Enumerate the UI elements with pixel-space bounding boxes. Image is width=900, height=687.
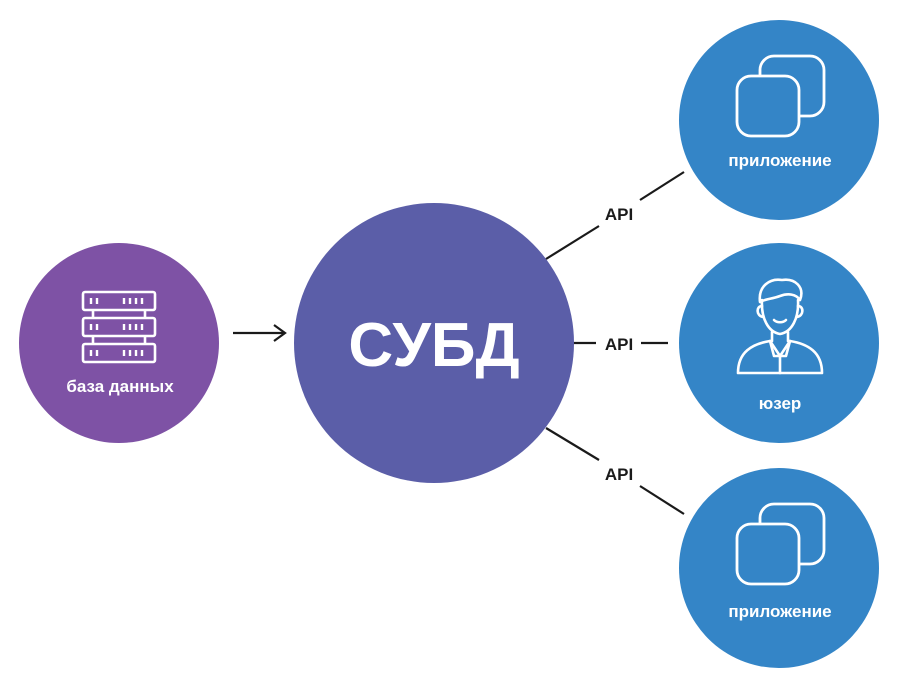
user-label: юзер xyxy=(759,394,802,413)
dbms-node: СУБД xyxy=(294,203,574,483)
api-label-top: API xyxy=(605,205,633,224)
app-windows-icon xyxy=(735,502,826,586)
client-node-user: юзер xyxy=(679,243,879,443)
server-rack-icon xyxy=(81,290,157,364)
api-line-top-b xyxy=(639,171,685,201)
database-node: база данных xyxy=(19,243,219,443)
user-circle xyxy=(679,243,879,443)
api-label-bottom: API xyxy=(605,465,633,484)
api-line-bottom-a xyxy=(545,427,600,461)
database-label: база данных xyxy=(66,377,174,396)
app-windows-icon xyxy=(735,54,826,138)
user-person-icon xyxy=(736,278,824,375)
api-line-top-a xyxy=(545,225,600,260)
api-label-middle: API xyxy=(605,335,633,354)
api-line-bottom-b xyxy=(639,485,685,515)
client-node-app-bottom: приложение xyxy=(679,468,879,668)
client-node-app-top: приложение xyxy=(679,20,879,220)
connectors xyxy=(233,171,685,515)
app-bottom-label: приложение xyxy=(728,602,831,621)
dbms-label: СУБД xyxy=(348,311,519,380)
dbms-circle xyxy=(294,203,574,483)
db-to-dbms-arrowhead xyxy=(273,324,287,342)
app-top-label: приложение xyxy=(728,151,831,170)
